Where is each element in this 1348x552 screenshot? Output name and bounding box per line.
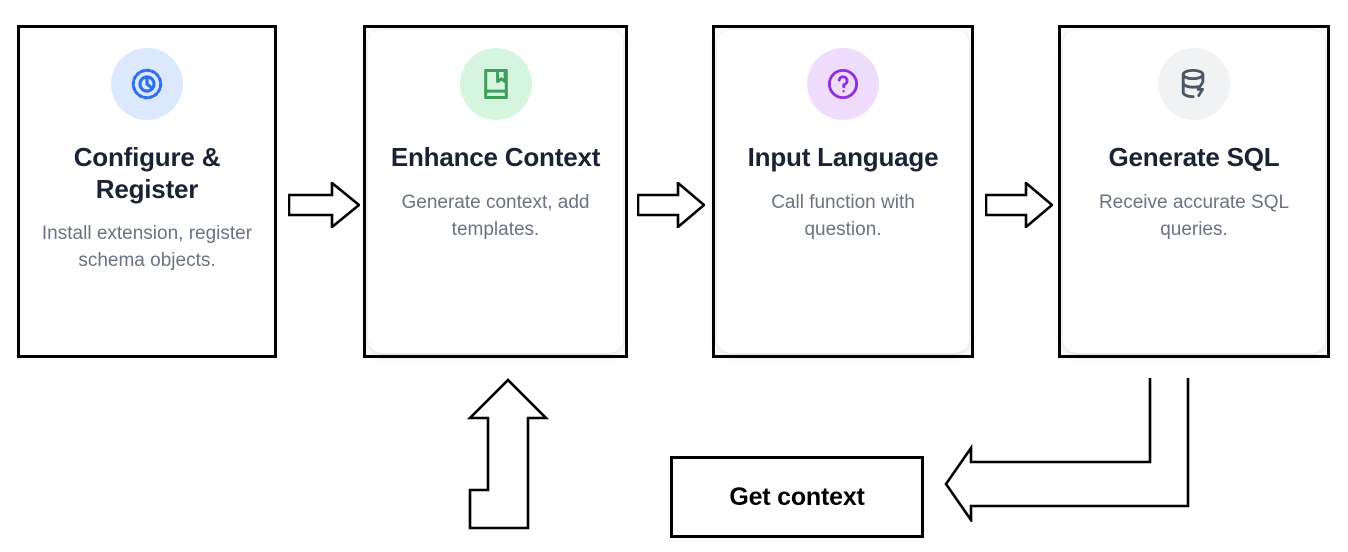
- feedback-return-arrow: [944, 364, 1190, 525]
- step-title: Generate SQL: [1108, 142, 1280, 172]
- step-description: Call function with question.: [771, 191, 915, 240]
- step-card-body: Configure & Register Install extension, …: [22, 30, 272, 353]
- step-description: Install extension, register schema objec…: [41, 223, 253, 272]
- step-card-body: Generate SQL Receive accurate SQL querie…: [1063, 30, 1325, 353]
- flow-arrow-3: [984, 180, 1055, 230]
- feedback-loop-arrow: [448, 378, 664, 530]
- database-bolt-icon: [1158, 48, 1230, 120]
- step-card-configure-register[interactable]: Configure & Register Install extension, …: [17, 25, 277, 358]
- step-card-generate-sql[interactable]: Generate SQL Receive accurate SQL querie…: [1058, 25, 1330, 358]
- gear-icon: [111, 48, 183, 120]
- flow-arrow-1: [287, 180, 362, 230]
- step-card-body: Enhance Context Generate context, add te…: [368, 30, 623, 353]
- step-description: Receive accurate SQL queries.: [1098, 191, 1290, 240]
- get-context-label: Get context: [729, 482, 865, 511]
- get-context-box[interactable]: Get context: [670, 456, 924, 538]
- step-title: Input Language: [747, 142, 939, 172]
- step-card-input-language[interactable]: Input Language Call function with questi…: [712, 25, 974, 358]
- question-mark-circle-icon: [807, 48, 879, 120]
- step-card-enhance-context[interactable]: Enhance Context Generate context, add te…: [363, 25, 628, 358]
- step-description: Generate context, add templates.: [401, 191, 590, 240]
- flow-arrow-2: [636, 180, 707, 230]
- book-bookmark-icon: [459, 48, 532, 120]
- step-title: Enhance Context: [390, 142, 601, 172]
- step-title: Configure & Register: [73, 142, 221, 204]
- step-card-body: Input Language Call function with questi…: [717, 30, 969, 353]
